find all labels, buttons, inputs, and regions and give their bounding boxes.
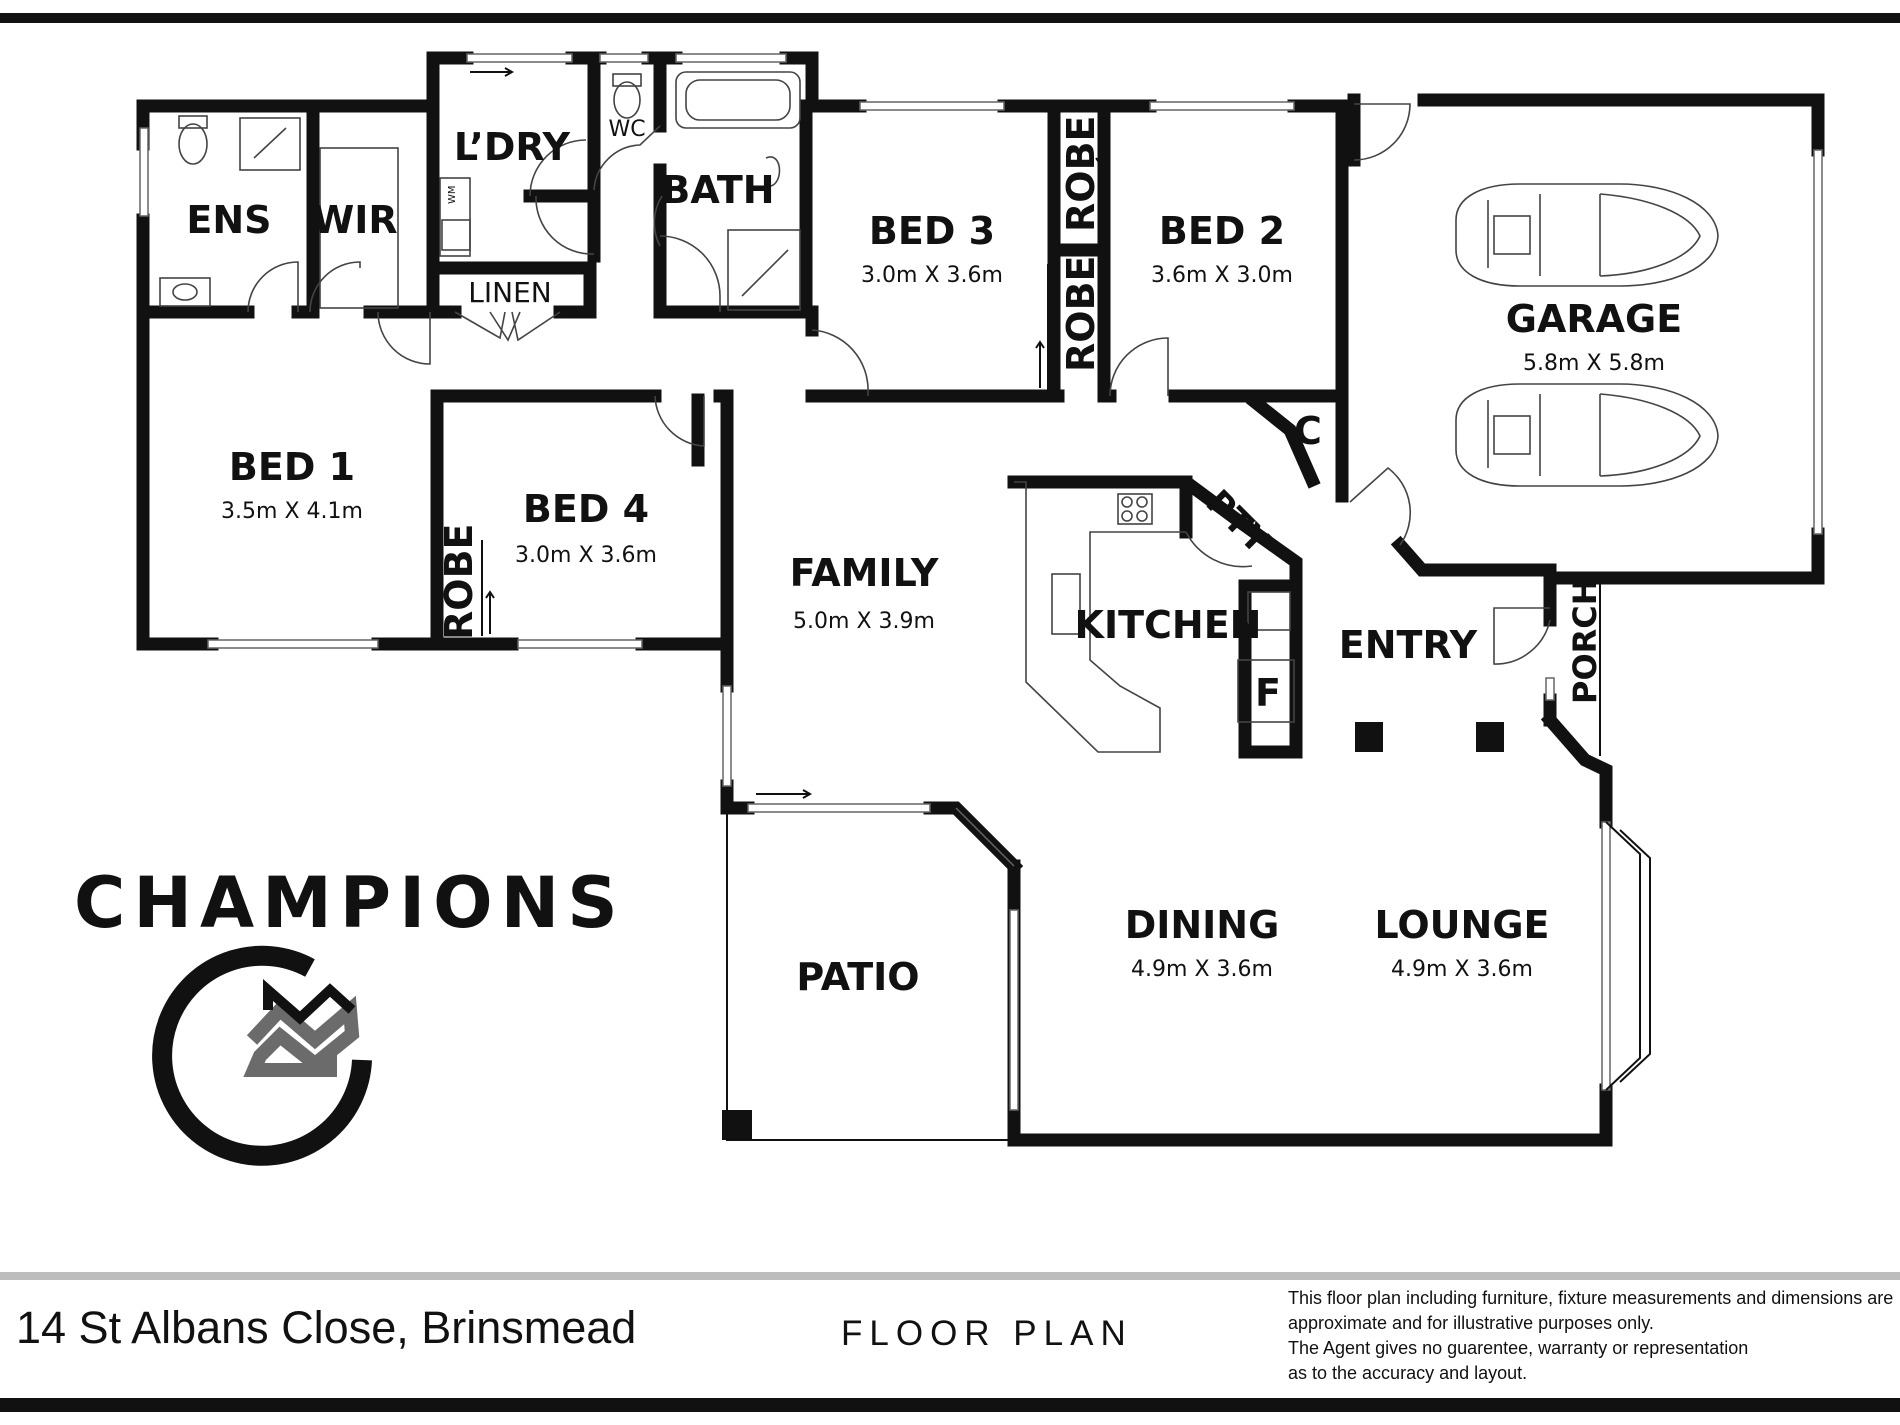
label-wir: WIR bbox=[312, 198, 397, 242]
footer-rule bbox=[0, 1272, 1900, 1280]
label-robe-c: ROBE bbox=[437, 524, 481, 641]
label-f: F bbox=[1255, 671, 1281, 715]
label-lounge: LOUNGE bbox=[1375, 903, 1550, 947]
label-bed3-dim: 3.0m X 3.6m bbox=[861, 263, 1003, 288]
label-bed1: BED 1 bbox=[229, 445, 355, 489]
label-patio: PATIO bbox=[796, 955, 919, 999]
label-bed4-dim: 3.0m X 3.6m bbox=[515, 543, 657, 568]
property-address: 14 St Albans Close, Brinsmead bbox=[16, 1302, 637, 1353]
sink-icon bbox=[1051, 573, 1081, 635]
floor-plan-title: FLOOR PLAN bbox=[841, 1314, 1133, 1353]
label-c: C bbox=[1294, 409, 1322, 453]
label-bath: BATH bbox=[661, 168, 774, 212]
label-bed2: BED 2 bbox=[1159, 209, 1285, 253]
bath-basin-icon bbox=[765, 156, 781, 187]
fixtures bbox=[159, 71, 1295, 753]
label-linen: LINEN bbox=[468, 276, 551, 309]
shower-icon bbox=[239, 117, 301, 171]
label-bed3: BED 3 bbox=[869, 209, 995, 253]
patio-outline bbox=[726, 808, 1014, 1141]
label-kitchen: KITCHEN bbox=[1075, 603, 1262, 647]
wc-toilet-icon bbox=[613, 81, 641, 119]
laundry-tub-icon bbox=[441, 219, 471, 251]
garage-car-icon-1 bbox=[1455, 183, 1719, 287]
label-bed4: BED 4 bbox=[523, 487, 649, 531]
label-bed1-dim: 3.5m X 4.1m bbox=[221, 499, 363, 524]
wir-rail bbox=[319, 147, 399, 309]
basin-icon bbox=[159, 277, 211, 307]
label-ens: ENS bbox=[186, 198, 271, 242]
label-porch: PORCH bbox=[1566, 578, 1604, 704]
label-garage: GARAGE bbox=[1506, 297, 1682, 341]
label-wc: WC bbox=[608, 117, 645, 142]
label-bed2-dim: 3.6m X 3.0m bbox=[1151, 263, 1293, 288]
bottom-rule bbox=[0, 1398, 1900, 1412]
label-family-dim: 5.0m X 3.9m bbox=[793, 609, 935, 634]
bathtub-icon bbox=[675, 71, 801, 129]
champions-house-logo-icon bbox=[152, 945, 372, 1166]
bath-shower-icon bbox=[727, 229, 801, 311]
room-labels: ENS WIR L’DRY WC BATH LINEN WM BED 3 3.0… bbox=[186, 116, 1682, 1000]
label-robe-a: ROBE bbox=[1059, 116, 1103, 233]
garage-car-icon-2 bbox=[1455, 383, 1719, 487]
windows bbox=[139, 53, 1823, 1111]
label-ldry: L’DRY bbox=[454, 125, 571, 169]
disclaimer: This floor plan including furniture, fix… bbox=[1288, 1286, 1898, 1386]
label-entry: ENTRY bbox=[1339, 623, 1478, 667]
walls bbox=[136, 51, 1825, 1147]
label-dining-dim: 4.9m X 3.6m bbox=[1131, 957, 1273, 982]
disclaimer-line-1: This floor plan including furniture, fix… bbox=[1288, 1288, 1894, 1308]
disclaimer-line-3: The Agent gives no guarentee, warranty o… bbox=[1288, 1338, 1749, 1358]
brand-wordmark: CHAMPIONS bbox=[74, 862, 626, 944]
fridge-icon bbox=[1237, 659, 1295, 723]
toilet-icon bbox=[178, 123, 208, 165]
label-dining: DINING bbox=[1125, 903, 1280, 947]
label-family: FAMILY bbox=[790, 551, 939, 595]
label-robe-b: ROBE bbox=[1059, 256, 1103, 373]
label-lounge-dim: 4.9m X 3.6m bbox=[1391, 957, 1533, 982]
washing-machine-icon bbox=[439, 177, 471, 257]
disclaimer-line-2: approximate and for illustrative purpose… bbox=[1288, 1313, 1654, 1333]
label-garage-dim: 5.8m X 5.8m bbox=[1523, 351, 1665, 376]
doors bbox=[247, 103, 1551, 665]
sliding-door-arrows bbox=[470, 67, 1105, 799]
label-wm: WM bbox=[447, 185, 458, 204]
top-rule bbox=[0, 13, 1900, 23]
cooktop-icon bbox=[1117, 493, 1153, 525]
disclaimer-line-4: as to the accuracy and layout. bbox=[1288, 1363, 1528, 1383]
